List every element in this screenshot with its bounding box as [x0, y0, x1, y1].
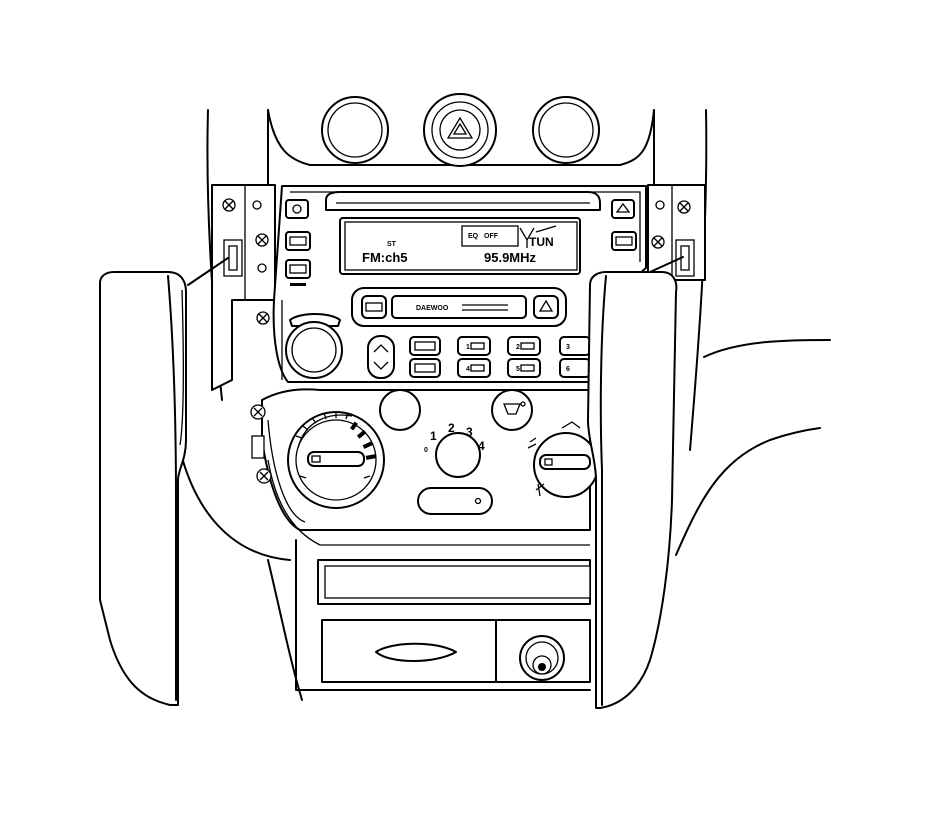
- callout-lines: [187, 256, 684, 286]
- svg-text:1: 1: [466, 344, 470, 351]
- cd-slot[interactable]: [325, 191, 601, 211]
- airflow-icon: [527, 437, 537, 449]
- right-trim-panel: [587, 271, 678, 709]
- eq-indicator-box: [461, 225, 519, 247]
- preset-buttons: 1 4 2 5 3 6: [409, 336, 591, 378]
- lower-console: [295, 539, 591, 691]
- fan-speed-4: 4: [478, 439, 485, 453]
- eject-icon: [615, 202, 631, 213]
- fan-speed-3: 3: [466, 425, 473, 439]
- fan-off-label: 0: [424, 447, 428, 454]
- eq-state: OFF: [484, 233, 499, 240]
- top-vent-left: [321, 96, 389, 164]
- svg-text:2: 2: [516, 344, 520, 351]
- left-side-switches: [250, 404, 272, 484]
- ashtray-handle[interactable]: [375, 642, 457, 662]
- radio-left-buttons: [285, 199, 311, 286]
- svg-text:3: 3: [566, 344, 570, 351]
- rear-defrost-button[interactable]: [491, 389, 533, 431]
- tuning-mode: TUN: [529, 235, 554, 249]
- eq-label: EQ: [468, 233, 479, 240]
- eject-icon: [538, 299, 554, 312]
- svg-text:5: 5: [516, 366, 520, 373]
- fan-speed-2: 2: [448, 421, 455, 435]
- seek-down-icon: [373, 361, 389, 370]
- stereo-indicator: ST: [387, 241, 397, 248]
- right-bracket: [647, 184, 706, 281]
- seek-up-icon: [373, 344, 389, 353]
- fan-speed-knob[interactable]: 0 1 2 3 4: [424, 421, 485, 478]
- cassette-slot[interactable]: [391, 295, 527, 319]
- temperature-pointer: [307, 451, 365, 467]
- svg-text:6: 6: [566, 366, 570, 373]
- top-vent-right: [532, 96, 600, 164]
- radio-display: EQ OFF ST FM:ch5 95.9MHz TUN: [339, 217, 581, 275]
- ac-button[interactable]: [417, 487, 493, 515]
- preset-3-button[interactable]: [559, 336, 591, 356]
- temperature-knob[interactable]: [287, 411, 385, 509]
- recirculation-button[interactable]: [379, 389, 421, 431]
- preset-6-button[interactable]: [559, 358, 591, 378]
- band-channel: FM:ch5: [362, 250, 408, 265]
- seek-rocker[interactable]: [367, 335, 395, 379]
- left-trim-panel: [99, 271, 187, 706]
- svg-text:4: 4: [466, 366, 470, 373]
- fan-speed-1: 1: [430, 429, 437, 443]
- volume-knob[interactable]: [285, 313, 343, 379]
- hazard-switch[interactable]: [423, 93, 497, 167]
- cassette-brand: DAEWOO: [416, 305, 449, 312]
- frequency-readout: 95.9MHz: [484, 250, 537, 265]
- defrost-icon: [503, 403, 521, 415]
- left-bracket: [211, 184, 276, 391]
- defrost-mode-icon: [561, 421, 581, 429]
- cassette-deck: DAEWOO: [351, 287, 567, 327]
- radio-right-buttons: [611, 199, 637, 251]
- mode-knob[interactable]: [527, 421, 599, 498]
